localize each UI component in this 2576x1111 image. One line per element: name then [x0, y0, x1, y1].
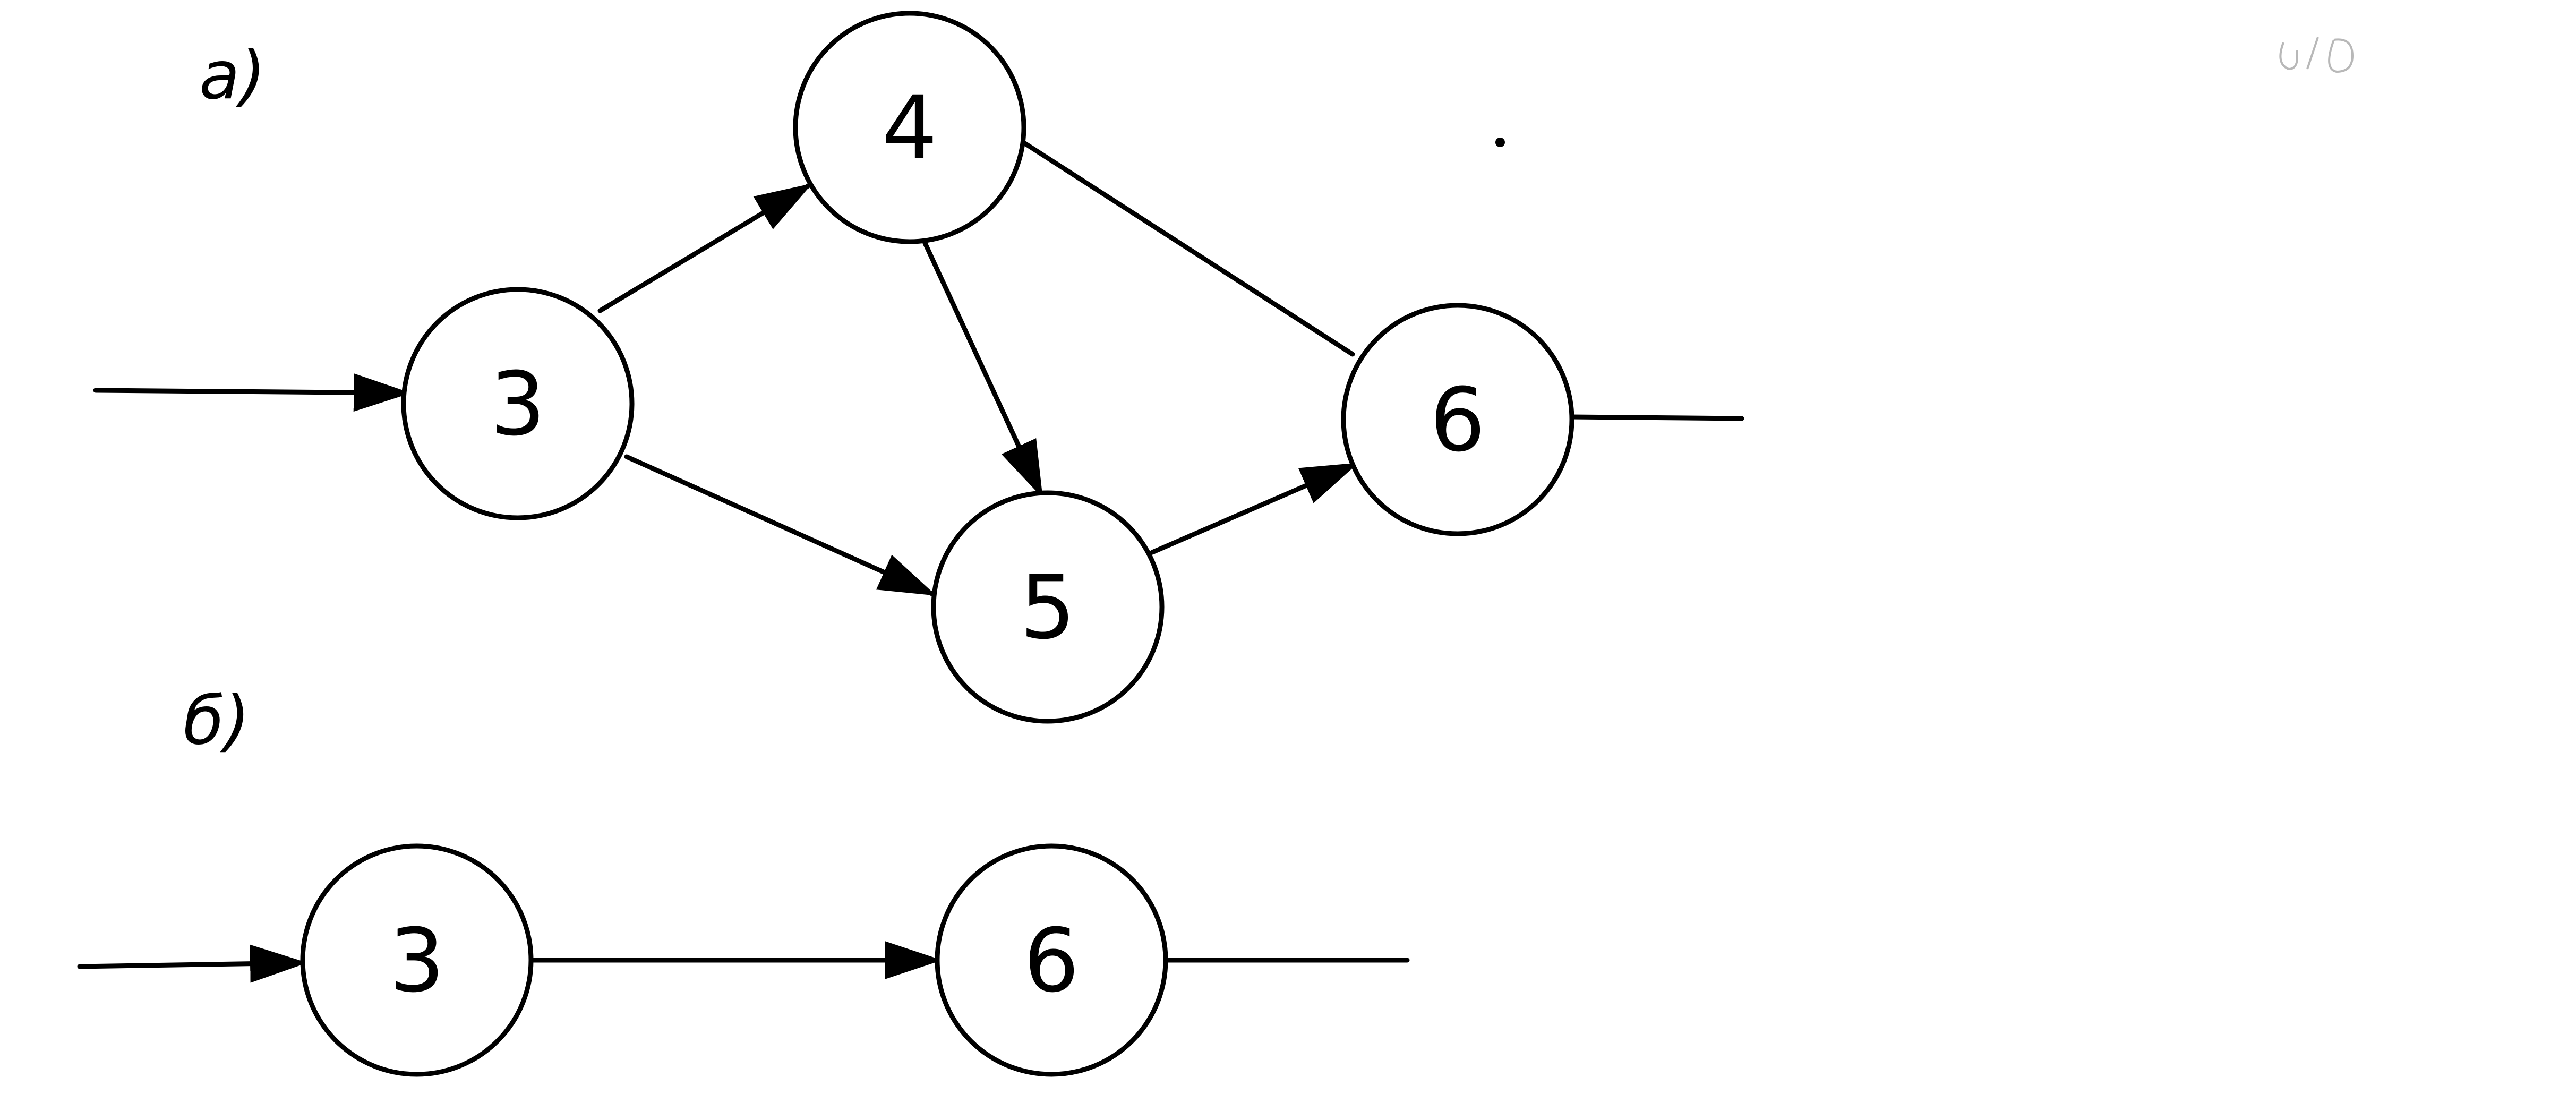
edge-input-to-3: [93, 373, 411, 412]
node-5-a-label: 5: [1020, 557, 1076, 659]
edge-4-to-5: [922, 241, 1043, 499]
node-3-a-label: 3: [490, 353, 546, 455]
node-6-a-label: 6: [1430, 369, 1486, 471]
edge-input-to-3-b: [77, 944, 307, 983]
panel-a-label: a): [199, 37, 266, 114]
edge-5-to-6: [1150, 462, 1359, 555]
stray-dot: [1495, 138, 1505, 147]
node-6-a: 6: [1341, 303, 1574, 536]
faint-corner-mark: [2279, 37, 2354, 73]
node-3-a: 3: [401, 287, 635, 520]
node-4-a: 4: [793, 11, 1026, 244]
node-3-b: 3: [300, 843, 534, 1077]
node-5-a: 5: [931, 490, 1165, 724]
edge-6-to-output: [1569, 414, 1744, 421]
panel-b-label: б): [183, 682, 250, 759]
node-3-b-label: 3: [389, 910, 445, 1012]
node-6-b-label: 6: [1024, 910, 1080, 1012]
edge-4-to-6: [1022, 141, 1355, 357]
edge-3-to-5: [624, 454, 937, 596]
edge-3-to-4: [597, 183, 812, 313]
node-4-a-label: 4: [882, 77, 938, 179]
panel-a: a) 3 4 5 6: [93, 11, 1744, 724]
node-6-b: 6: [935, 843, 1168, 1077]
panel-b: б) 3 6: [77, 682, 1410, 1077]
